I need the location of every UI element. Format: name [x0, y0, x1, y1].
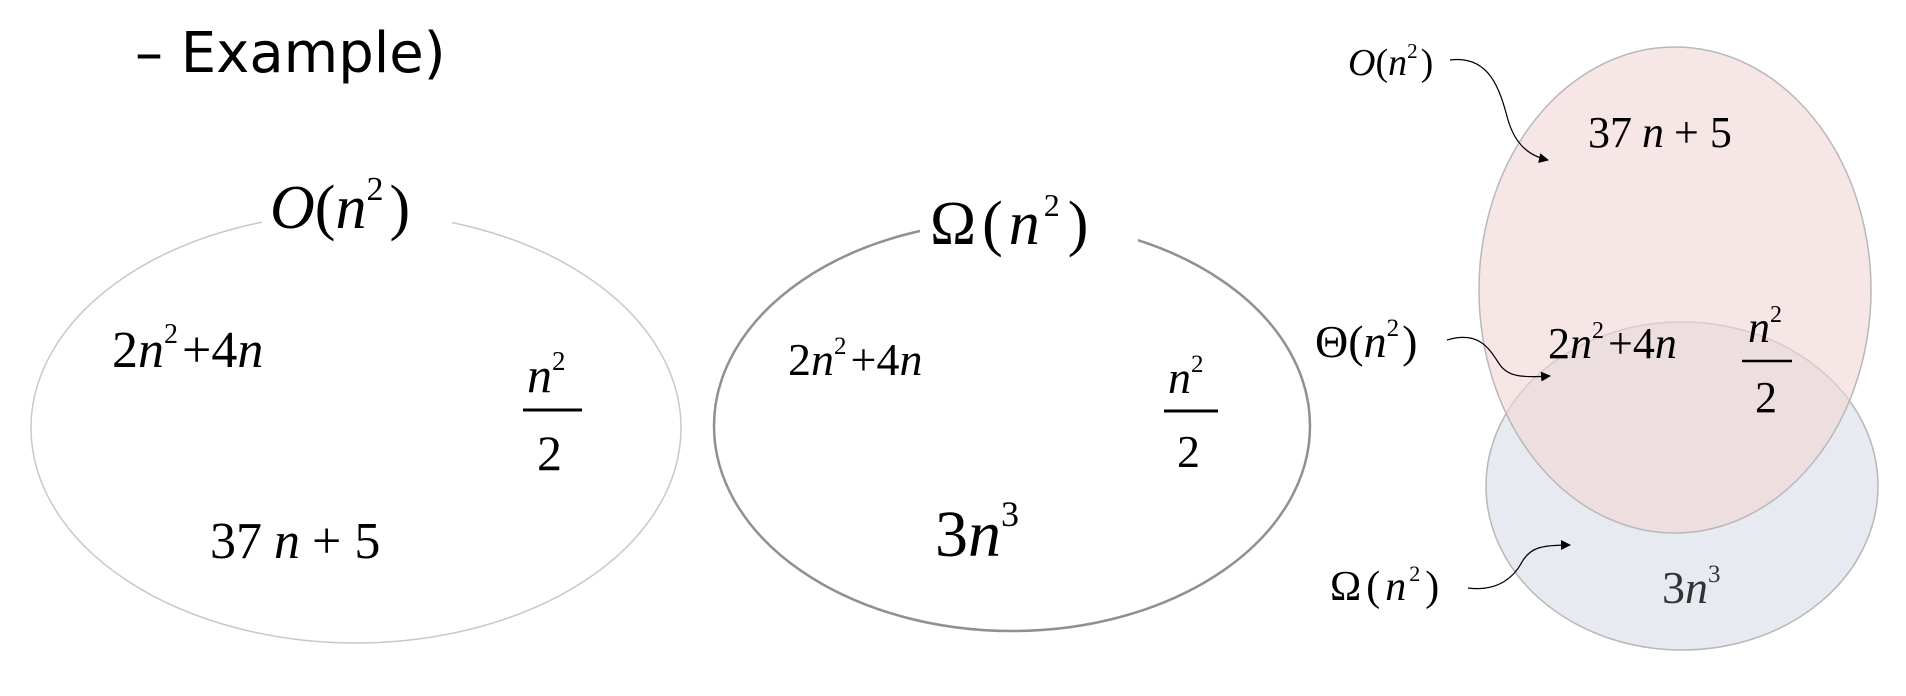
svg-text:2: 2	[1177, 426, 1200, 477]
term-3n3: 3n3	[935, 494, 1019, 571]
term-2n2-plus-4n: 2n2+4n	[112, 319, 263, 379]
slide-heading: – Example)	[135, 21, 446, 86]
o-set-ellipse	[30, 212, 682, 644]
svg-text:n2: n2	[527, 346, 566, 403]
svg-text:2: 2	[537, 425, 562, 481]
svg-text:2: 2	[1755, 373, 1777, 422]
venn-o-label: O(n2)	[1348, 39, 1433, 84]
venn-term-3n3: 3n3	[1662, 561, 1721, 613]
term-n2-over-2: n2 2	[523, 346, 582, 481]
venn-theta-label: Θ(n2)	[1315, 315, 1417, 367]
omega-set-ellipse	[712, 219, 1312, 633]
term-n2-over-2: n2 2	[1164, 351, 1218, 477]
venn-o-arrow	[1449, 58, 1549, 163]
venn-term-2n2-plus-4n: 2n2+4n	[1548, 318, 1677, 368]
venn-omega-arrow	[1467, 540, 1571, 590]
venn-theta-arrow	[1446, 336, 1551, 382]
svg-text:n2: n2	[1168, 351, 1204, 403]
o-set-label: O(n2)	[270, 171, 410, 242]
venn-term-n2-over-2: n2 2	[1742, 302, 1792, 422]
term-2n2-plus-4n: 2n2+4n	[788, 333, 922, 385]
svg-text:n2: n2	[1748, 302, 1782, 352]
o-region	[1478, 46, 1872, 534]
